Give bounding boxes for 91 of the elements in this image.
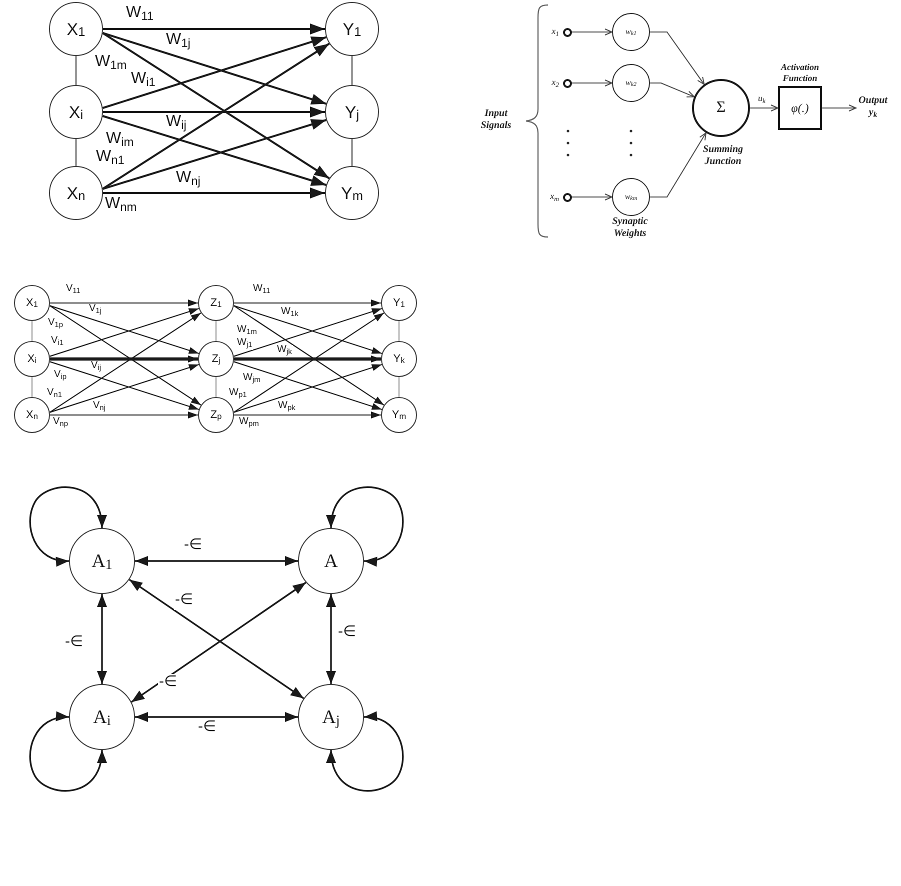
connector-line — [351, 139, 353, 166]
self-loop-arrow — [327, 712, 404, 792]
arrow — [135, 556, 298, 566]
caption-label: Summing Junction — [702, 144, 744, 168]
edge-label: V$_{1j}$ — [88, 304, 103, 316]
input-label: x$_{2}$ — [552, 77, 559, 88]
caption-label: Input Signals — [480, 108, 512, 132]
neuron-node: X$_{i}$ — [49, 85, 103, 139]
connector-line — [398, 321, 400, 341]
edge-label: V$_{nj}$ — [92, 401, 107, 413]
connector-line — [75, 56, 77, 85]
edge-label: W$_{1k}$ — [280, 307, 300, 319]
connector-line — [31, 377, 33, 397]
neuron-node: X$_{n}$ — [14, 397, 50, 433]
arrow — [571, 194, 612, 200]
edge-label: W$_{1j}$ — [165, 32, 192, 52]
arrow — [135, 712, 298, 722]
edge-label: -∈ — [174, 592, 194, 610]
arrow — [103, 106, 325, 118]
neuron-node: Y$_{m}$ — [325, 166, 379, 220]
edge-label: W$_{ij}$ — [165, 114, 188, 134]
edge-label: W$_{p1}$ — [228, 388, 248, 400]
neuron-node: A$_{1}$ — [69, 528, 135, 594]
connector-line — [215, 321, 217, 341]
self-loop-arrow — [29, 712, 106, 792]
connector-line — [351, 56, 353, 85]
neuron-node: Y$_{k}$ — [381, 341, 417, 377]
input-label: x$_{m}$ — [550, 191, 559, 202]
synaptic-weight-node: w$_{k1}$ — [612, 13, 650, 51]
summing-junction-node: Σ — [692, 79, 750, 137]
connector-line — [31, 321, 33, 341]
synaptic-weight-node: w$_{k2}$ — [612, 64, 650, 102]
neuron-node: Y$_{1}$ — [381, 285, 417, 321]
neuron-node: X$_{i}$ — [14, 341, 50, 377]
neuron-node: X$_{n}$ — [49, 166, 103, 220]
arrow — [234, 356, 381, 362]
output-label: Output y$_{k}$ — [856, 95, 890, 121]
neuron-node: Y$_{m}$ — [381, 397, 417, 433]
arrow — [650, 132, 706, 198]
edge-label: W$_{pk}$ — [277, 401, 296, 413]
edge-label: W$_{11}$ — [252, 284, 272, 296]
edge-label: W$_{nj}$ — [175, 170, 202, 190]
arrow — [234, 300, 381, 306]
edge-label: V$_{n1}$ — [46, 388, 64, 400]
arrow — [234, 412, 381, 418]
neuron-node: Y$_{j}$ — [325, 85, 379, 139]
edge-label: W$_{pm}$ — [238, 417, 260, 429]
self-loop-arrow — [327, 486, 404, 566]
edge-label: V$_{ij}$ — [90, 361, 102, 373]
heading-label: Activation Function — [781, 62, 819, 84]
connector-line — [215, 377, 217, 397]
connector-line — [398, 377, 400, 397]
edge-label: V$_{ip}$ — [53, 370, 68, 382]
arrow — [571, 28, 612, 36]
edge-label: W$_{jm}$ — [242, 373, 262, 385]
arrow — [571, 80, 612, 86]
arrow — [650, 32, 705, 85]
neuron-node: A$_{i}$ — [69, 684, 135, 750]
arrow — [50, 356, 198, 362]
edge-label: V$_{i1}$ — [50, 336, 65, 348]
neuron-node: A — [298, 528, 364, 594]
neuron-node: Y$_{1}$ — [325, 2, 379, 56]
arrow — [326, 594, 336, 684]
caption-label: Synaptic Weights — [612, 216, 648, 240]
self-loop-arrow — [29, 486, 106, 566]
arrow — [750, 104, 778, 112]
arrow — [97, 594, 107, 684]
connector-line — [75, 139, 77, 166]
edge-label: V$_{1p}$ — [47, 318, 64, 330]
neuron-node: Z$_{p}$ — [198, 397, 234, 433]
input-terminal-icon — [562, 78, 572, 88]
arrow — [103, 24, 325, 34]
edge-label: V$_{11}$ — [65, 284, 82, 296]
arrow — [50, 300, 198, 306]
neuron-node: A$_{j}$ — [298, 684, 364, 750]
input-terminal-icon — [562, 192, 572, 202]
input-label: x$_{1}$ — [552, 26, 559, 37]
neuron-node: X$_{1}$ — [49, 2, 103, 56]
neuron-node: Z$_{1}$ — [198, 285, 234, 321]
input-terminal-icon — [562, 28, 572, 36]
arrow — [822, 104, 856, 112]
synaptic-weight-node: w$_{km}$ — [612, 178, 650, 216]
arrow — [103, 188, 325, 198]
edge-label: V$_{np}$ — [52, 417, 70, 429]
neuron-node: Z$_{j}$ — [198, 341, 234, 377]
arrow — [50, 412, 198, 418]
edge-label: u$_{k}$ — [757, 94, 766, 105]
edge-label: W$_{jk}$ — [276, 345, 293, 357]
edge-label: W$_{j1}$ — [236, 338, 254, 350]
edge-label: W$_{1m}$ — [236, 325, 258, 337]
function-label: φ(.) — [791, 102, 809, 114]
